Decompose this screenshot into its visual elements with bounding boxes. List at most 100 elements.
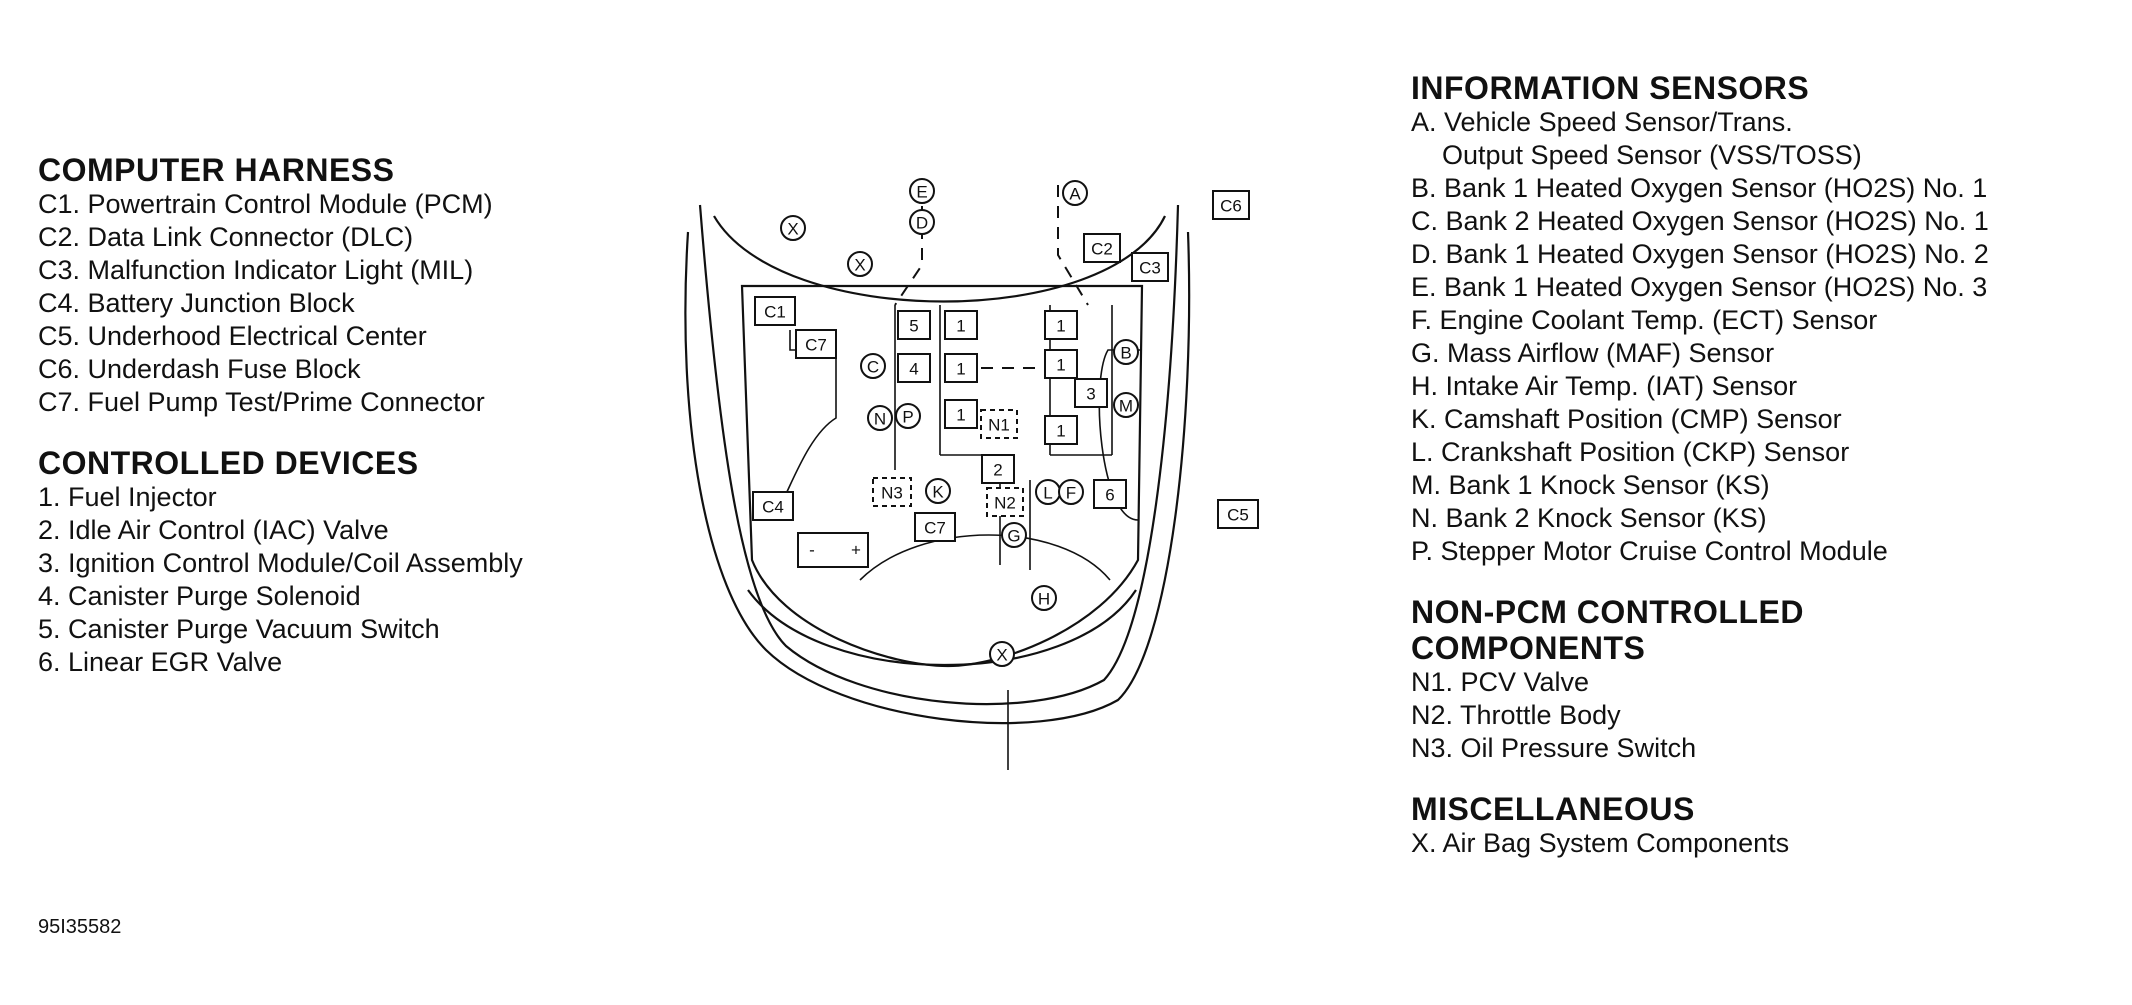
- component-box-label: 1: [956, 406, 965, 425]
- right-legend-panel: INFORMATION SENSORS A. Vehicle Speed Sen…: [1411, 70, 1989, 886]
- sensor-marker-ring: [1001, 522, 1027, 548]
- component-box-label: 1: [1056, 422, 1065, 441]
- component-box-1: 1: [944, 353, 978, 383]
- sensor-marker-f: F: [1058, 479, 1084, 505]
- component-box-frame: [1093, 479, 1127, 509]
- component-box-label: C4: [762, 498, 784, 517]
- component-box-c4: C4: [752, 491, 794, 521]
- legend-item-c6: C6. Underdash Fuse Block: [38, 354, 361, 384]
- component-box-label: C5: [1227, 506, 1249, 525]
- legend-item-a-cont: Output Speed Sensor (VSS/TOSS): [1442, 140, 1862, 170]
- sensor-marker-m: M: [1113, 392, 1139, 418]
- component-box-frame: [872, 477, 912, 507]
- component-box-frame: [980, 409, 1018, 439]
- component-box-label: 1: [1056, 356, 1065, 375]
- sensor-marker-ring: [909, 178, 935, 204]
- component-box-frame: [1044, 349, 1078, 379]
- sensor-marker-label: M: [1119, 397, 1133, 416]
- sensor-marker-label: N: [874, 410, 886, 429]
- sensor-marker-label: B: [1120, 344, 1131, 363]
- sensor-marker-x: X: [847, 251, 873, 277]
- component-box-label: N3: [881, 484, 903, 503]
- component-box-label: C3: [1139, 259, 1161, 278]
- sensor-marker-k: K: [925, 478, 951, 504]
- sensor-marker-p: P: [895, 403, 921, 429]
- component-box-6: 6: [1093, 479, 1127, 509]
- sensor-marker-ring: [1113, 339, 1139, 365]
- sensor-marker-l: L: [1035, 479, 1061, 505]
- sensor-marker-label: E: [916, 183, 927, 202]
- component-box-frame: [1131, 252, 1169, 282]
- left-legend-panel: COMPUTER HARNESS C1. Powertrain Control …: [38, 152, 523, 705]
- component-box-frame: [944, 399, 978, 429]
- component-box-1: 1: [1044, 349, 1078, 379]
- legend-item-m: M. Bank 1 Knock Sensor (KS): [1411, 470, 1770, 500]
- sensor-marker-label: K: [932, 483, 944, 502]
- sensor-marker-label: F: [1066, 484, 1076, 503]
- sensor-marker-ring: [1062, 180, 1088, 206]
- legend-item-2: 2. Idle Air Control (IAC) Valve: [38, 515, 389, 545]
- legend-item-c1: C1. Powertrain Control Module (PCM): [38, 189, 493, 219]
- component-box-c7: C7: [795, 329, 837, 359]
- sensor-marker-ring: [780, 215, 806, 241]
- sensor-marker-label: X: [787, 220, 798, 239]
- component-box-frame: [795, 329, 837, 359]
- sensor-marker-ring: [895, 403, 921, 429]
- miscellaneous-heading: MISCELLANEOUS: [1411, 791, 1695, 827]
- component-box-frame: [1044, 310, 1078, 340]
- legend-item-c7: C7. Fuel Pump Test/Prime Connector: [38, 387, 485, 417]
- sensor-marker-ring: [867, 405, 893, 431]
- sensor-marker-b: B: [1113, 339, 1139, 365]
- legend-item-f: F. Engine Coolant Temp. (ECT) Sensor: [1411, 305, 1878, 335]
- information-sensors-section: INFORMATION SENSORS A. Vehicle Speed Sen…: [1411, 70, 1989, 568]
- component-box-4: 4: [897, 353, 931, 383]
- component-box-frame: [944, 310, 978, 340]
- sensor-marker-ring: [847, 251, 873, 277]
- sensor-marker-n: N: [867, 405, 893, 431]
- controlled-devices-heading: CONTROLLED DEVICES: [38, 445, 419, 481]
- component-box-frame: [1044, 415, 1078, 445]
- legend-item-c4: C4. Battery Junction Block: [38, 288, 355, 318]
- non-pcm-section: NON-PCM CONTROLLED COMPONENTS N1. PCV Va…: [1411, 594, 1989, 765]
- non-pcm-heading: NON-PCM CONTROLLED: [1411, 594, 1804, 630]
- sensor-marker-label: D: [916, 214, 928, 233]
- sensor-marker-ring: [1031, 585, 1057, 611]
- component-box-frame: [1212, 190, 1250, 220]
- legend-item-n1: N1. PCV Valve: [1411, 667, 1590, 697]
- sensor-marker-label: A: [1069, 185, 1081, 204]
- sensor-marker-ring: [989, 641, 1015, 667]
- sensor-marker-label: X: [996, 646, 1007, 665]
- legend-item-1: 1. Fuel Injector: [38, 482, 217, 512]
- battery-plus-label: +: [851, 541, 861, 560]
- sensor-marker-c: C: [860, 353, 886, 379]
- component-box-frame: [897, 310, 931, 340]
- computer-harness-section: COMPUTER HARNESS C1. Powertrain Control …: [38, 152, 523, 419]
- fender-outline: [698, 204, 1180, 706]
- sensor-marker-label: P: [902, 408, 913, 427]
- legend-item-l: L. Crankshaft Position (CKP) Sensor: [1411, 437, 1850, 467]
- controlled-devices-section: CONTROLLED DEVICES 1. Fuel Injector 2. I…: [38, 445, 523, 679]
- sensor-marker-ring: [925, 478, 951, 504]
- legend-item-g: G. Mass Airflow (MAF) Sensor: [1411, 338, 1775, 368]
- component-box-frame: [1083, 233, 1121, 263]
- body-outer-outline: [684, 231, 1191, 725]
- component-box-c5: C5: [1217, 499, 1259, 529]
- sensor-marker-x: X: [989, 641, 1015, 667]
- legend-item-c3: C3. Malfunction Indicator Light (MIL): [38, 255, 474, 285]
- figure-code: 95I35582: [38, 916, 122, 938]
- legend-item-d: D. Bank 1 Heated Oxygen Sensor (HO2S) No…: [1411, 239, 1989, 269]
- battery-minus-label: -: [809, 541, 815, 560]
- legend-item-c5: C5. Underhood Electrical Center: [38, 321, 427, 351]
- component-box-frame: [981, 454, 1015, 484]
- legend-item-n: N. Bank 2 Knock Sensor (KS): [1411, 503, 1767, 533]
- component-box-c7: C7: [914, 512, 956, 542]
- component-box-c1: C1: [754, 296, 796, 326]
- component-box-frame: [752, 491, 794, 521]
- component-box-label: 4: [909, 360, 918, 379]
- legend-item-p: P. Stepper Motor Cruise Control Module: [1411, 536, 1888, 566]
- component-box-1: 1: [1044, 415, 1078, 445]
- component-box-frame: [1074, 378, 1108, 408]
- legend-item-a: A. Vehicle Speed Sensor/Trans.: [1411, 107, 1793, 137]
